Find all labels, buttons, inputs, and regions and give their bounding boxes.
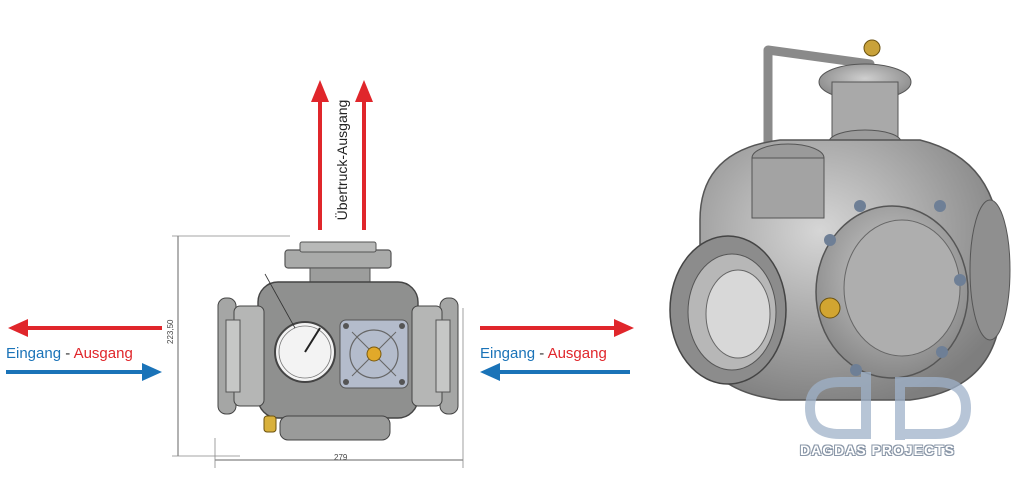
right-flow-label: Eingang - Ausgang	[480, 345, 607, 362]
dp-logo-watermark	[804, 372, 972, 440]
left-outlet-arrow	[8, 319, 162, 337]
watermark-text: DAGDAS PROJECTS	[800, 442, 956, 458]
right-outlet-text: Ausgang	[547, 345, 607, 362]
top-outlet-arrow-right	[355, 80, 373, 230]
right-inlet-text: Eingang	[480, 345, 536, 362]
left-flow-label: Eingang - Ausgang	[6, 345, 133, 362]
right-separator: -	[535, 345, 548, 362]
dimension-height: 223,50	[166, 319, 175, 344]
right-outlet-arrow	[480, 319, 634, 337]
right-inlet-arrow	[480, 363, 630, 381]
valve-technical-drawing	[172, 235, 464, 468]
left-inlet-text: Eingang	[6, 345, 62, 362]
top-outlet-arrow-left	[311, 80, 329, 230]
valve-3d-render	[669, 39, 1011, 401]
dimension-width: 279	[334, 453, 348, 462]
top-outlet-text: Übertruck-Ausgang	[334, 99, 350, 221]
top-outlet-label: Übertruck-Ausgang	[322, 90, 362, 230]
left-outlet-text: Ausgang	[73, 345, 133, 362]
left-inlet-arrow	[6, 363, 162, 381]
left-separator: -	[61, 345, 74, 362]
